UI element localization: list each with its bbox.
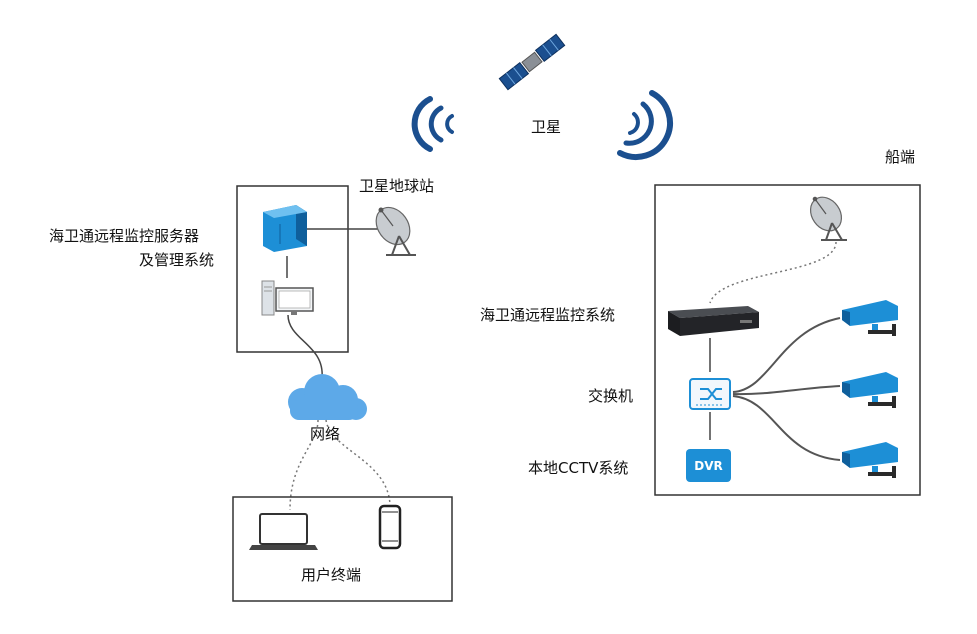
server-icon [263,205,307,252]
user-terminal-label: 用户终端 [301,566,362,584]
server-system-box [236,185,349,353]
laptop-icon [249,513,318,550]
camera-3-icon [842,442,898,478]
ship-side-label: 船端 [885,148,916,166]
switch-camera2-link [732,385,841,396]
ship-side-box [654,184,921,496]
camera-2-icon [842,372,898,408]
cctv-label: 本地CCTV系统 [528,459,629,477]
satellite-icon [498,33,566,91]
switch-label: 交换机 [588,387,634,405]
ship-dish-device-link [709,241,837,304]
user-terminal-box [232,496,453,602]
switch-camera3-link [732,395,841,461]
signal-waves-right-icon [617,90,673,160]
dvr-icon: DVR [686,449,731,482]
network-cloud-icon [288,374,367,420]
satellite-label: 卫星 [531,118,562,136]
ship-dish-icon [809,196,847,241]
switch-icon [689,378,731,410]
monitoring-device-icon [668,306,759,336]
signal-waves-left-icon [411,96,454,152]
cloud-phone-link [325,419,391,506]
server-label-line2: 及管理系统 [139,251,215,269]
phone-icon [378,504,402,550]
ground-station-label: 卫星地球站 [359,177,435,195]
switch-camera1-link [732,317,841,393]
camera-1-icon [842,300,898,336]
ground-station-dish-icon [375,206,416,256]
cloud-laptop-link [289,419,319,511]
network-label: 网络 [310,425,341,443]
ship-monitor-label: 海卫通远程监控系统 [480,306,616,324]
server-label-line1: 海卫通远程监控服务器 [49,227,200,245]
workstation-icon [261,280,314,316]
dvr-text: DVR [694,459,723,473]
pc-cloud-link [287,314,323,379]
